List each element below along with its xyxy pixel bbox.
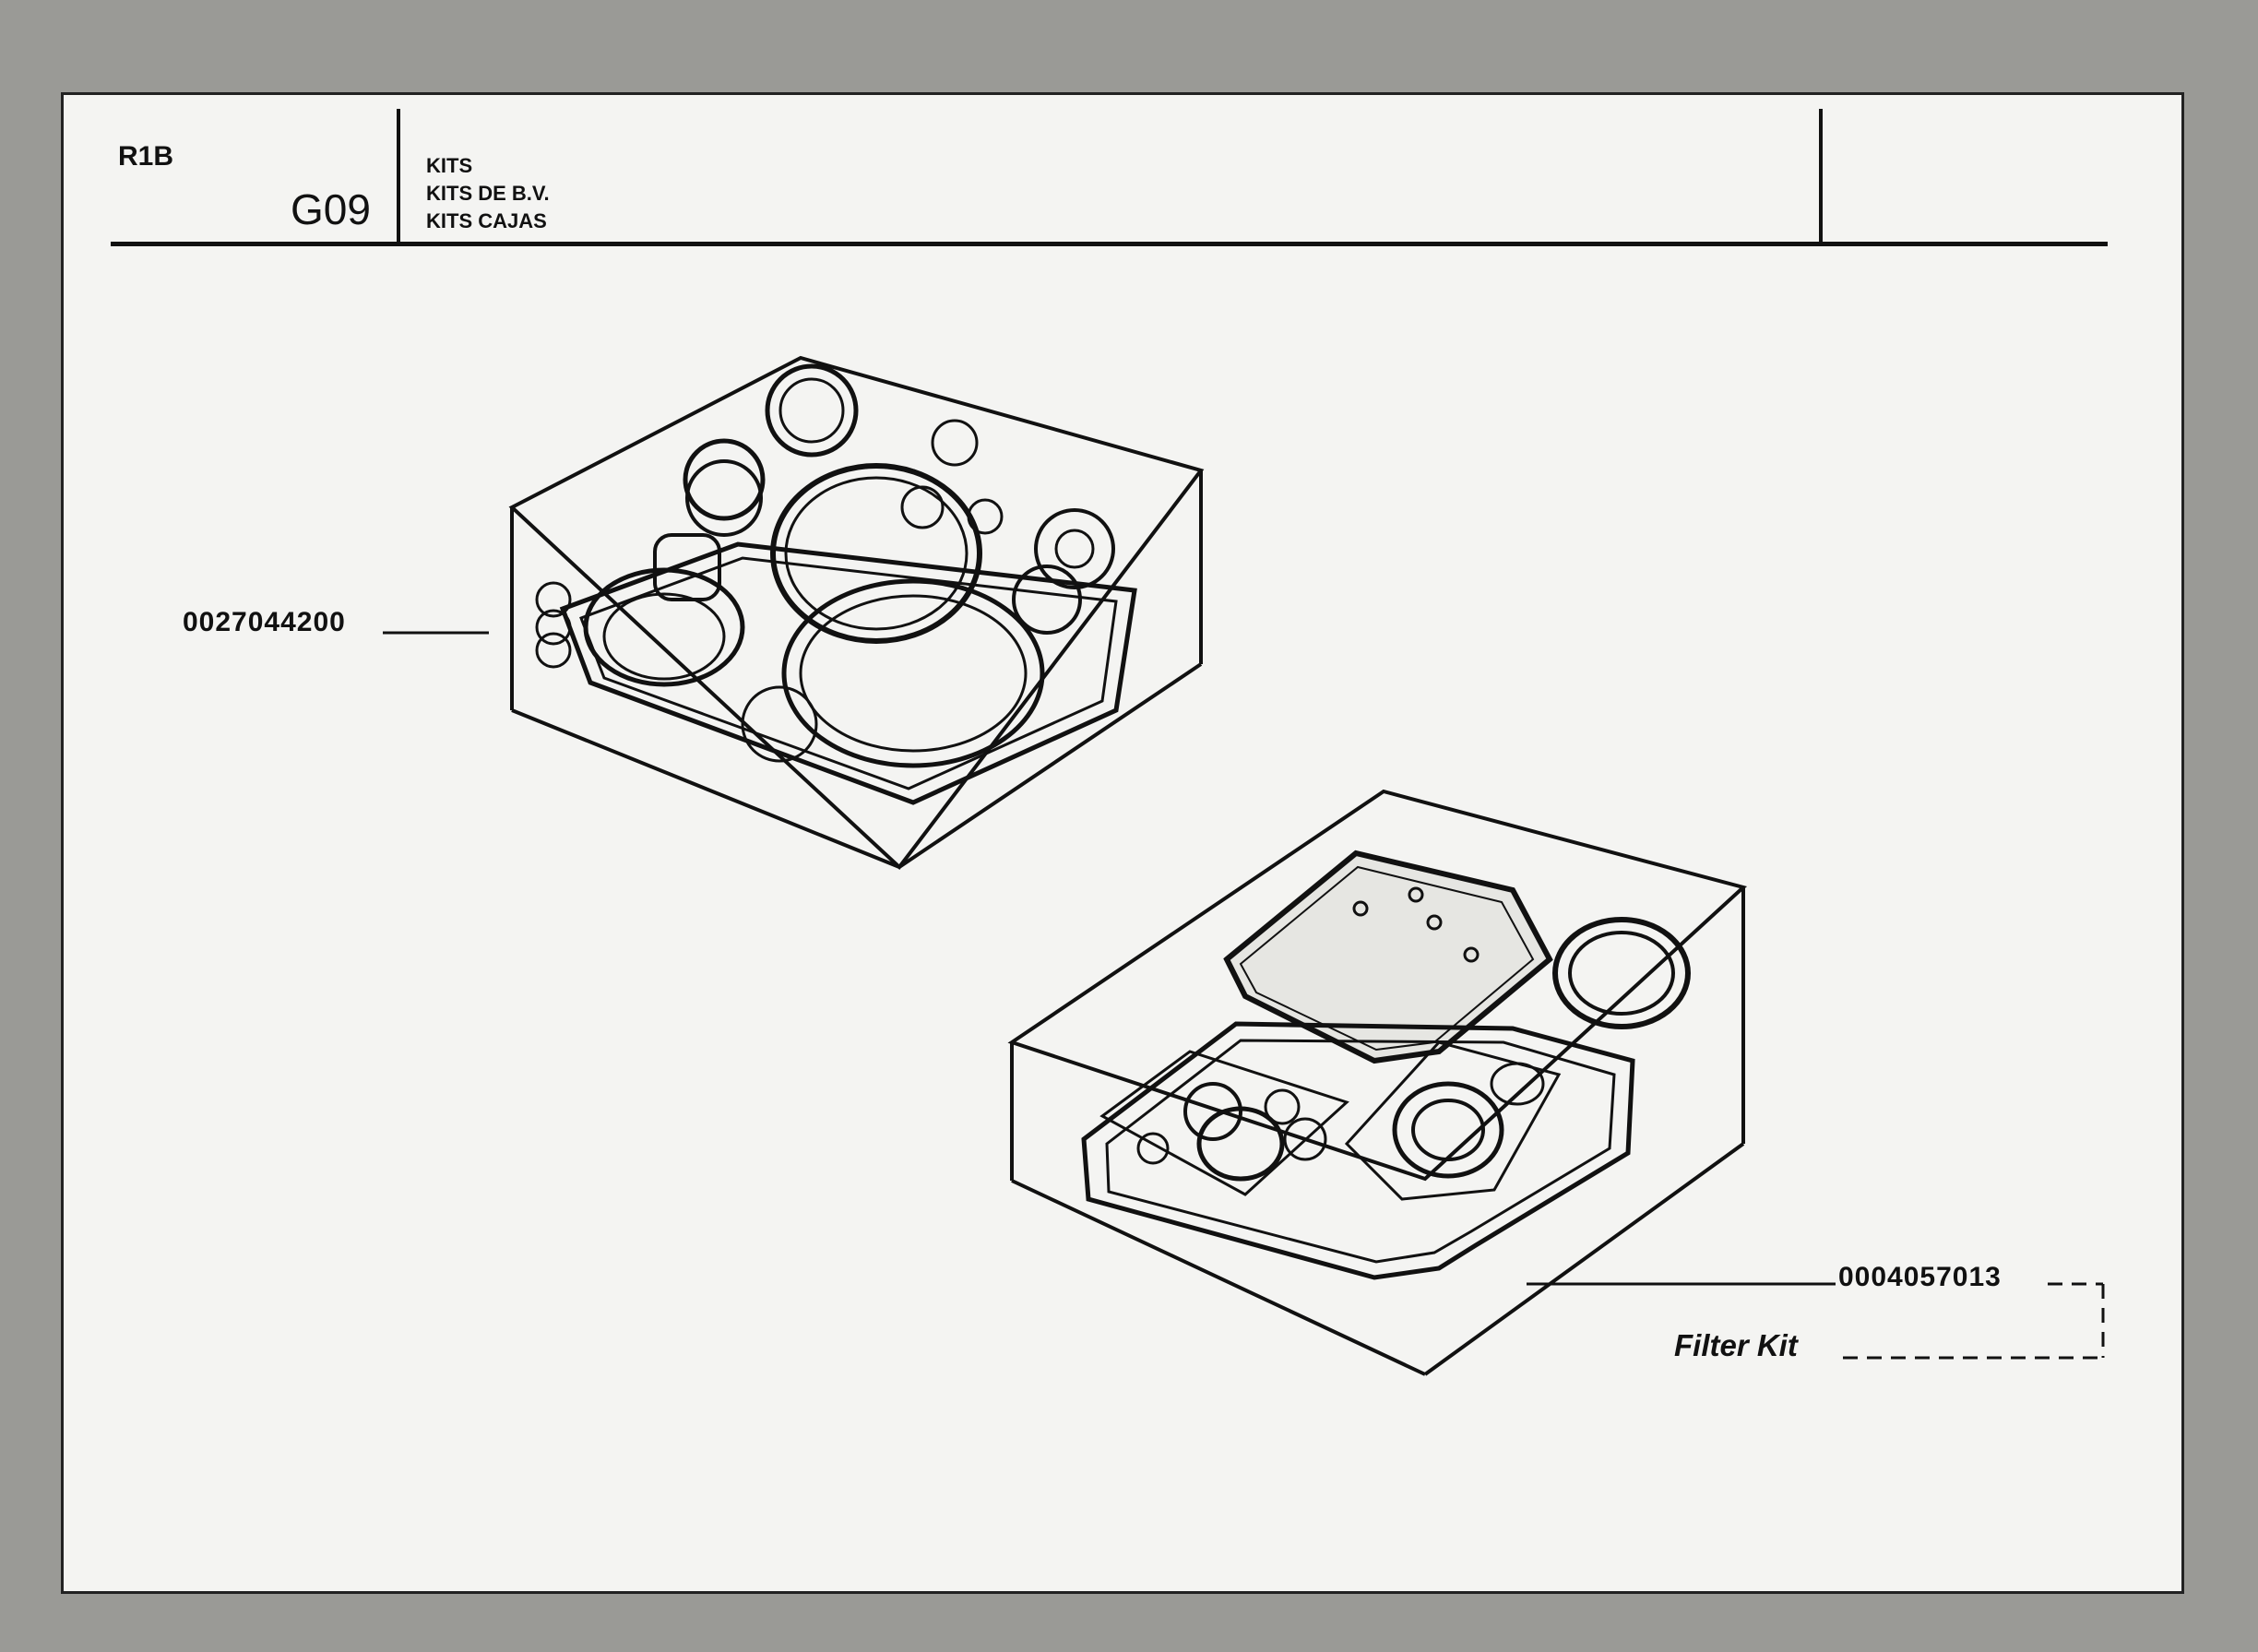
gasket-kit-box-illustration	[508, 355, 1205, 870]
header-separator-left	[397, 109, 400, 245]
part-number-gasket-kit: 0027044200	[183, 607, 346, 637]
part-number-filter-kit: 0004057013	[1838, 1262, 2002, 1292]
catalog-sheet	[61, 92, 2184, 1594]
title-kits-es: KITS CAJAS	[426, 209, 547, 232]
header-divider	[111, 242, 2108, 246]
leader-lines	[383, 631, 2105, 1360]
filter-kit-label: Filter Kit	[1674, 1328, 1798, 1362]
section-code: G09	[291, 185, 371, 233]
header-separator-right	[1819, 109, 1823, 245]
section-titles: KITS KITS DE B.V. KITS CAJAS	[426, 152, 550, 235]
filter-kit-box-illustration	[1007, 789, 1748, 1376]
title-kits: KITS	[426, 154, 473, 177]
model-code: R1B	[118, 141, 174, 172]
title-kits-fr: KITS DE B.V.	[426, 182, 550, 205]
